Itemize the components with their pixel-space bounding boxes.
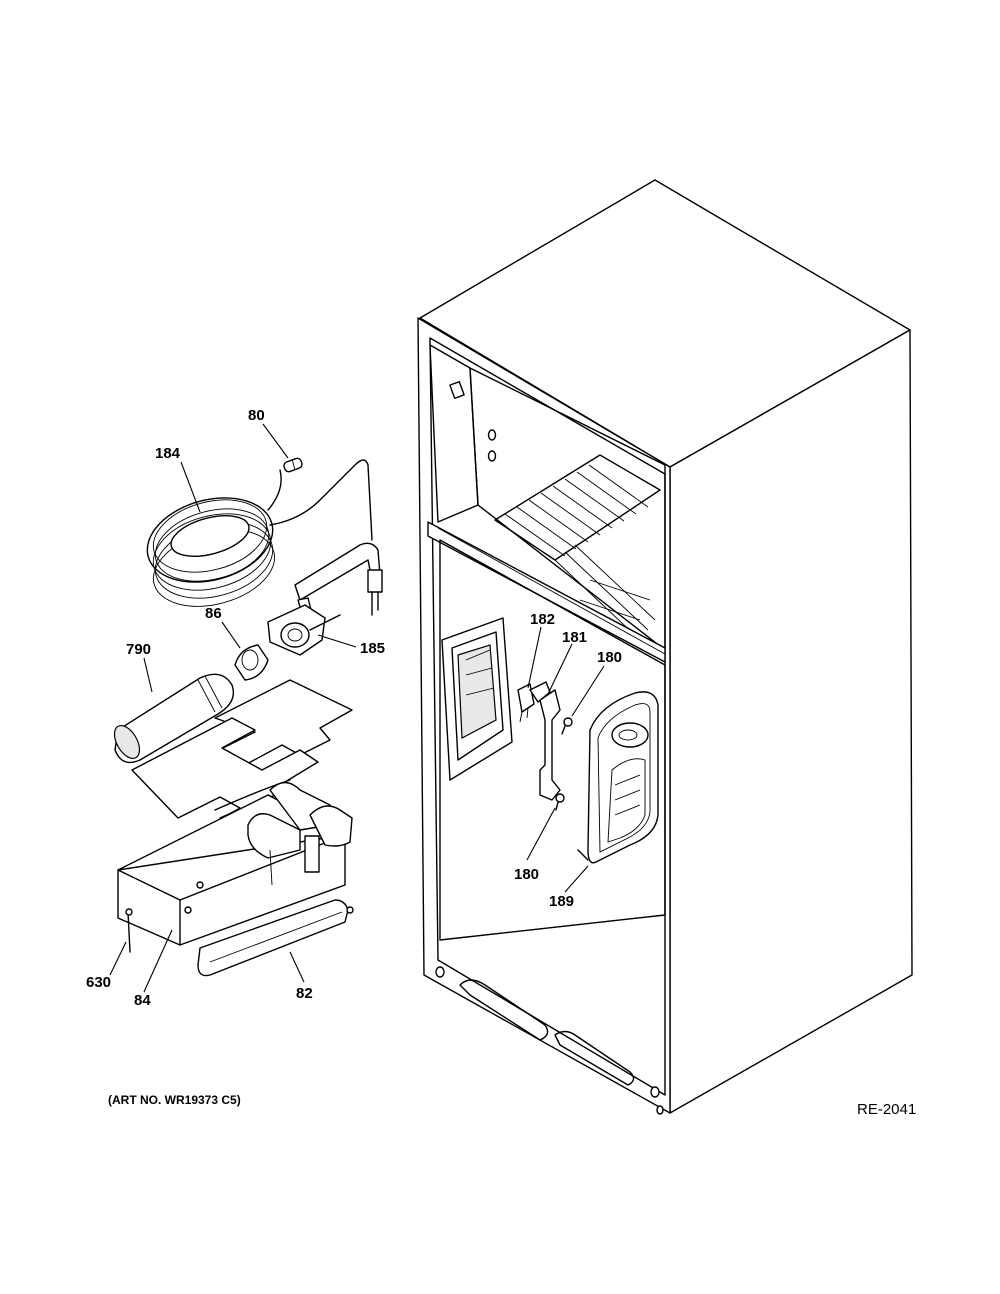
screw-part-180-upper: [561, 717, 573, 735]
screw-part-180-lower: [555, 793, 565, 811]
art-number: (ART NO. WR19373 C5): [108, 1093, 241, 1107]
connector-part-80: [283, 457, 303, 473]
label-84: 84: [134, 992, 151, 1009]
filter-cartridge-part-790: [113, 673, 235, 764]
valve-part-185: [267, 542, 383, 656]
filter-head-part-86: [234, 644, 269, 681]
trim-part-82: [197, 899, 354, 977]
bracket-part-181: [529, 681, 561, 801]
label-80: 80: [248, 407, 265, 424]
label-182: 182: [530, 611, 555, 628]
dispenser-cover-part-189: [577, 691, 659, 864]
label-184: 184: [155, 445, 181, 462]
tubing-coil-part-184: [146, 459, 373, 607]
label-189: 189: [549, 893, 574, 910]
control-housing: [441, 617, 513, 781]
label-180-lower: 180: [514, 866, 539, 883]
label-181: 181: [562, 629, 587, 646]
label-630: 630: [86, 974, 111, 991]
label-82: 82: [296, 985, 313, 1002]
reference-code: RE-2041: [857, 1101, 916, 1118]
refrigerator-cabinet: [417, 179, 913, 1115]
housing-part-84: [117, 781, 353, 946]
label-185: 185: [360, 640, 385, 657]
label-180-upper: 180: [597, 649, 622, 666]
label-86: 86: [205, 605, 222, 622]
leader-lines: [109, 423, 605, 993]
label-790: 790: [126, 641, 151, 658]
part-labels: 80 184 86 185 790 182 181 180 180 189 63…: [86, 407, 622, 1009]
pin-part-630: [125, 908, 133, 953]
bottom-rails: [435, 966, 664, 1115]
